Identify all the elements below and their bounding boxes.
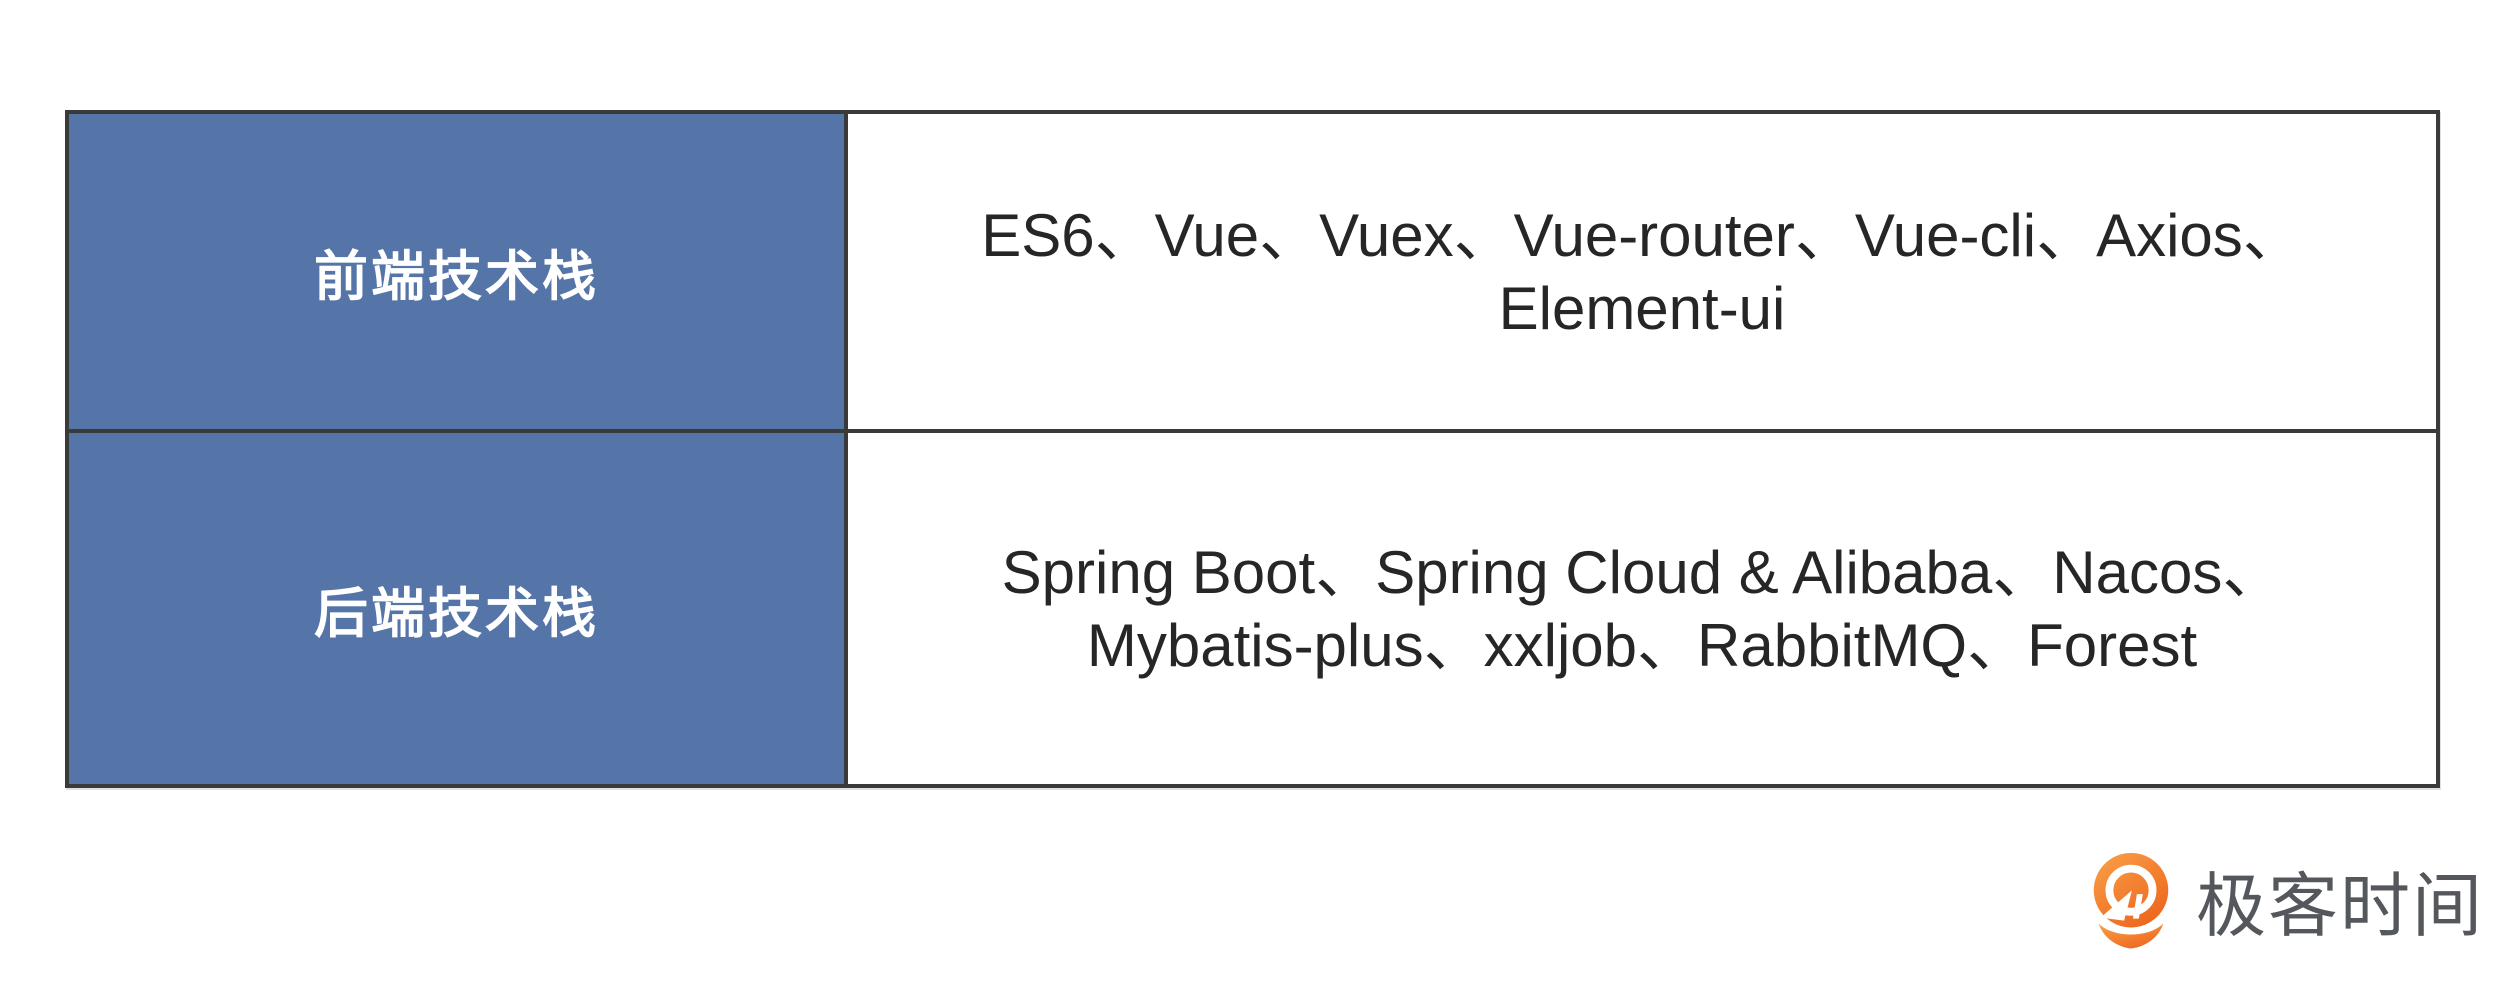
frontend-content-cell: ES6、Vue、Vuex、Vue-router、Vue-cli、Axios、 E…	[848, 114, 2436, 429]
frontend-content-line-1: ES6、Vue、Vuex、Vue-router、Vue-cli、Axios、	[981, 201, 2303, 269]
frontend-content-line-2: Element-ui	[1498, 274, 1786, 342]
backend-content-cell: Spring Boot、Spring Cloud & Alibaba、Nacos…	[848, 433, 2436, 784]
backend-content-line-1: Spring Boot、Spring Cloud & Alibaba、Nacos…	[1001, 538, 2283, 606]
table-row-frontend: 前端技术栈 ES6、Vue、Vuex、Vue-router、Vue-cli、Ax…	[69, 114, 2436, 433]
tech-stack-table: 前端技术栈 ES6、Vue、Vuex、Vue-router、Vue-cli、Ax…	[65, 110, 2440, 788]
backend-label-cell: 后端技术栈	[69, 433, 848, 784]
frontend-label-cell: 前端技术栈	[69, 114, 848, 429]
geektime-logo: 极客时间	[2082, 850, 2484, 950]
geektime-logo-text: 极客时间	[2196, 866, 2484, 945]
table-row-backend: 后端技术栈 Spring Boot、Spring Cloud & Alibaba…	[69, 433, 2436, 784]
geektime-q-pin-icon	[2093, 852, 2169, 949]
backend-content-line-2: Mybatis-plus、xxljob、RabbitMQ、Forest	[1086, 611, 2198, 679]
